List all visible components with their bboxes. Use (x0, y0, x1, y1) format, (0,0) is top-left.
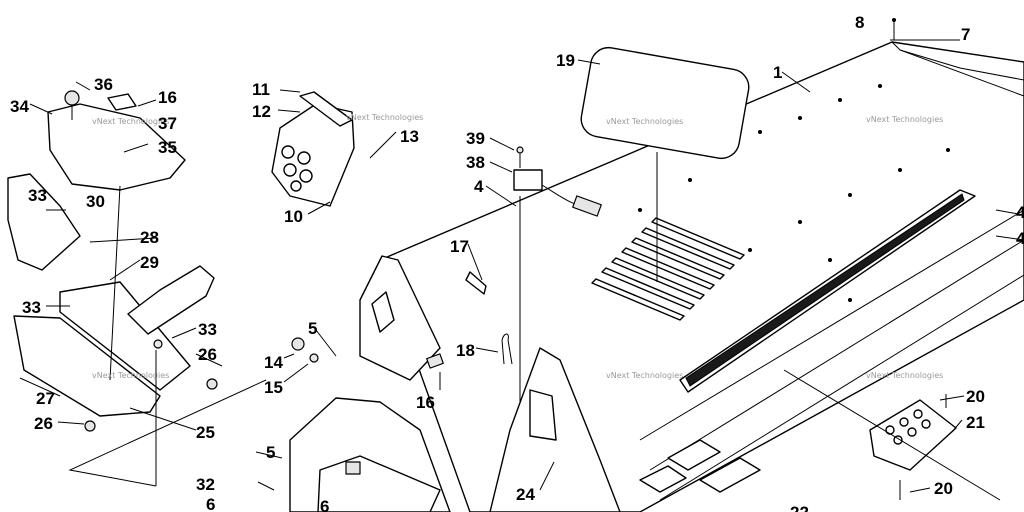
watermark-7: vNext Technologies (866, 371, 943, 380)
callout-4c: 4 (1016, 229, 1024, 248)
cooling-slots (591, 217, 745, 321)
callout-32: 32 (196, 475, 215, 494)
callout-35: 35 (158, 138, 177, 157)
callout-24: 24 (516, 485, 535, 504)
callout-33a: 33 (28, 186, 47, 205)
harness-part-38 (513, 146, 602, 416)
callout-6a: 6 (206, 495, 215, 512)
watermark-3: vNext Technologies (606, 117, 683, 126)
callout-29: 29 (140, 253, 159, 272)
callout-12: 12 (252, 102, 271, 121)
callout-36: 36 (94, 75, 113, 94)
callout-14: 14 (264, 353, 283, 372)
callout-19: 19 (556, 51, 575, 70)
strap-part-17 (465, 271, 487, 295)
callout-16: 16 (158, 88, 177, 107)
callout-10: 10 (284, 207, 303, 226)
callout-28: 28 (140, 228, 159, 247)
watermark-5: vNext Technologies (92, 371, 169, 380)
front-frame (289, 255, 621, 512)
callout-4b: 4 (1016, 203, 1024, 222)
callout-37: 37 (158, 114, 177, 133)
callout-6b: 6 (320, 497, 329, 512)
callout-22: 22 (790, 503, 809, 512)
callout-17: 17 (450, 237, 469, 256)
callout-25: 25 (196, 423, 215, 442)
callout-38: 38 (466, 153, 485, 172)
callout-26a: 26 (198, 345, 217, 364)
front-bulkhead-left (7, 90, 319, 432)
leader-lines (19, 59, 1024, 501)
pad-part-19 (580, 46, 750, 160)
callout-21: 21 (966, 413, 985, 432)
callout-5b: 5 (266, 443, 275, 462)
callout-1: 1 (773, 63, 782, 82)
callout-27: 27 (36, 389, 55, 408)
watermark-6: vNext Technologies (606, 371, 683, 380)
callout-15: 15 (264, 378, 283, 397)
cable-part-18 (501, 333, 513, 365)
callout-5a: 5 (308, 319, 317, 338)
pad-part-16b (426, 353, 444, 369)
callout-30: 30 (86, 192, 105, 211)
watermark-4: vNext Technologies (866, 115, 943, 124)
callout-16b: 16 (416, 393, 435, 412)
watermark-1: vNext Technologies (92, 117, 169, 126)
watermark-2: vNext Technologies (346, 113, 423, 122)
callout-39: 39 (466, 129, 485, 148)
callout-26b: 26 (34, 414, 53, 433)
callout-20b: 20 (934, 479, 953, 498)
callout-33c: 33 (198, 320, 217, 339)
callout-33b: 33 (22, 298, 41, 317)
callout-20a: 20 (966, 387, 985, 406)
plate-part-21 (869, 399, 957, 471)
callouts: 1 8 7 19 39 38 4 4 4 11 12 13 10 36 16 3… (10, 13, 1024, 512)
callout-13: 13 (400, 127, 419, 146)
callout-8: 8 (855, 13, 864, 32)
callout-7: 7 (961, 25, 970, 44)
callout-34: 34 (10, 97, 29, 116)
callout-18: 18 (456, 341, 475, 360)
callout-11: 11 (252, 80, 270, 99)
bracket-part-10 (271, 91, 355, 207)
callout-4: 4 (474, 177, 484, 196)
